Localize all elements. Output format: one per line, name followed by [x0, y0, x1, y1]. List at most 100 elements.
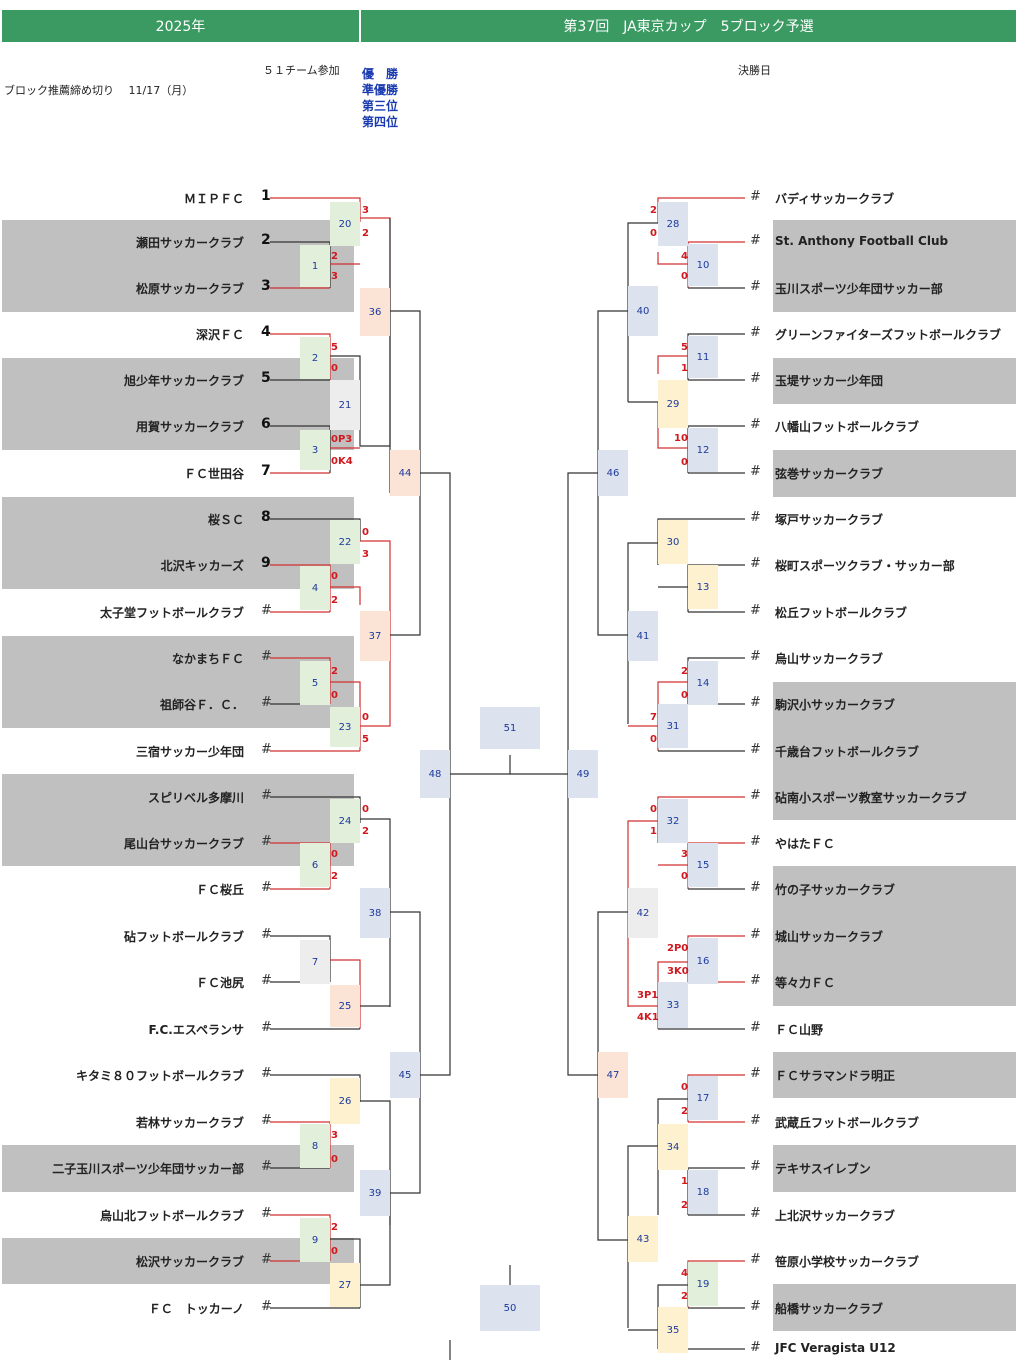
match-box[interactable]: 1 [300, 245, 330, 287]
match-box[interactable]: 23 [330, 707, 360, 747]
match-box[interactable]: 49 [568, 750, 598, 798]
team-name[interactable]: 深沢ＦＣ [195, 328, 244, 342]
team-name[interactable]: 竹の子サッカークラブ [775, 883, 896, 897]
match-box[interactable]: 13 [688, 565, 718, 609]
team-name[interactable]: 松丘フットボールクラブ [775, 606, 908, 620]
match-box[interactable]: 27 [330, 1263, 360, 1307]
team-name[interactable]: ＭＩＰＦＣ [183, 192, 244, 206]
team-name[interactable]: 砧南小スポーツ教室サッカークラブ [775, 791, 967, 805]
match-box[interactable]: 11 [688, 336, 718, 378]
match-box[interactable]: 22 [330, 520, 360, 564]
team-name[interactable]: 烏山サッカークラブ [775, 652, 884, 666]
match-box[interactable]: 16 [688, 938, 718, 984]
team-name[interactable]: 二子玉川スポーツ少年団サッカー部 [52, 1162, 244, 1176]
team-name[interactable]: 桜ＳＣ [207, 513, 244, 527]
team-name[interactable]: 祖師谷Ｆ．Ｃ． [159, 698, 244, 712]
match-box[interactable]: 7 [300, 940, 330, 984]
team-name[interactable]: 八幡山フットボールクラブ [775, 420, 920, 434]
match-box[interactable]: 2 [300, 337, 330, 379]
team-name[interactable]: 笹原小学校サッカークラブ [775, 1255, 920, 1269]
team-name[interactable]: キタミ８０フットボールクラブ [75, 1069, 244, 1083]
team-name[interactable]: 旭少年サッカークラブ [123, 374, 244, 388]
match-box[interactable]: 20 [330, 202, 360, 246]
team-name[interactable]: 城山サッカークラブ [775, 930, 884, 944]
team-name[interactable]: 武蔵丘フットボールクラブ [775, 1116, 920, 1130]
match-box[interactable]: 41 [628, 611, 658, 661]
match-box[interactable]: 25 [330, 985, 360, 1027]
team-name[interactable]: 烏山北フットボールクラブ [99, 1209, 244, 1223]
match-box[interactable]: 18 [688, 1170, 718, 1214]
team-name[interactable]: 弦巻サッカークラブ [775, 467, 884, 481]
team-name[interactable]: ＦＣ桜丘 [195, 883, 244, 897]
team-name[interactable]: 北沢キッカーズ [160, 559, 244, 573]
match-box[interactable]: 47 [598, 1052, 628, 1098]
team-name[interactable]: F.C.エスペランサ [148, 1023, 244, 1037]
team-name[interactable]: テキサスイレブン [775, 1162, 871, 1176]
match-box[interactable]: 45 [390, 1052, 420, 1098]
team-name[interactable]: スピリベル多摩川 [147, 791, 244, 805]
team-name[interactable]: 尾山台サッカークラブ [123, 837, 244, 851]
match-box[interactable]: 6 [300, 843, 330, 887]
match-box[interactable]: 28 [658, 202, 688, 246]
match-box[interactable]: 21 [330, 380, 360, 430]
match-box[interactable]: 5 [300, 661, 330, 705]
team-name[interactable]: 塚戸サッカークラブ [775, 513, 884, 527]
team-name[interactable]: ＦＣサラマンドラ明正 [775, 1069, 896, 1083]
team-name[interactable]: ＦＣ トッカーノ [148, 1302, 244, 1316]
match-box[interactable]: 33 [658, 982, 688, 1028]
team-name[interactable]: ＦＣ世田谷 [183, 467, 244, 481]
team-name[interactable]: 上北沢サッカークラブ [775, 1209, 896, 1223]
team-name[interactable]: St. Anthony Football Club [775, 234, 949, 248]
team-name[interactable]: ＦＣ山野 [775, 1023, 824, 1037]
match-box[interactable]: 35 [658, 1307, 688, 1353]
match-box[interactable]: 42 [628, 888, 658, 938]
team-name[interactable]: 等々力ＦＣ [775, 976, 836, 990]
match-box[interactable]: 29 [658, 380, 688, 428]
match-box[interactable]: 38 [360, 888, 390, 938]
match-box[interactable]: 44 [390, 450, 420, 496]
team-name[interactable]: 松原サッカークラブ [135, 282, 244, 296]
team-name[interactable]: 桜町スポーツクラブ・サッカー部 [775, 559, 955, 573]
match-box[interactable]: 8 [300, 1124, 330, 1168]
team-name[interactable]: 若林サッカークラブ [135, 1116, 244, 1130]
team-name[interactable]: 太子堂フットボールクラブ [99, 606, 244, 620]
team-name[interactable]: 松沢サッカークラブ [135, 1255, 244, 1269]
team-name[interactable]: 駒沢小サッカークラブ [775, 698, 896, 712]
match-box[interactable]: 39 [360, 1170, 390, 1216]
match-box[interactable]: 4 [300, 566, 330, 610]
team-name[interactable]: なかまちＦＣ [171, 652, 244, 666]
match-box[interactable]: 12 [688, 428, 718, 472]
match-box[interactable]: 15 [688, 843, 718, 887]
match-box[interactable]: 3 [300, 430, 330, 470]
team-name[interactable]: 千歳台フットボールクラブ [775, 745, 920, 759]
match-box[interactable]: 43 [628, 1216, 658, 1262]
match-box[interactable]: 17 [688, 1076, 718, 1120]
team-name[interactable]: バディサッカークラブ [775, 192, 895, 206]
match-box[interactable]: 34 [658, 1124, 688, 1170]
match-box[interactable]: 32 [658, 799, 688, 843]
team-name[interactable]: 砧フットボールクラブ [123, 930, 244, 944]
match-box[interactable]: 19 [688, 1262, 718, 1306]
match-box[interactable]: 51 [480, 707, 540, 749]
team-name[interactable]: 瀬田サッカークラブ [135, 236, 244, 250]
team-name[interactable]: グリーンファイターズフットボールクラブ [775, 328, 1001, 342]
match-box[interactable]: 46 [598, 450, 628, 496]
team-name[interactable]: 三宿サッカー少年団 [135, 745, 244, 759]
match-box[interactable]: 30 [658, 520, 688, 564]
match-box[interactable]: 50 [480, 1285, 540, 1331]
team-name[interactable]: 船橋サッカークラブ [775, 1302, 884, 1316]
team-name[interactable]: 用賀サッカークラブ [135, 420, 244, 434]
match-box[interactable]: 9 [300, 1218, 330, 1262]
match-box[interactable]: 24 [330, 799, 360, 843]
team-name[interactable]: 玉堤サッカー少年団 [775, 374, 884, 388]
team-name[interactable]: JFC Veragista U12 [775, 1341, 896, 1355]
match-box[interactable]: 31 [658, 704, 688, 748]
match-box[interactable]: 10 [688, 244, 718, 286]
team-name[interactable]: 玉川スポーツ少年団サッカー部 [775, 282, 943, 296]
match-box[interactable]: 37 [360, 611, 390, 661]
team-name[interactable]: ＦＣ池尻 [195, 976, 244, 990]
match-box[interactable]: 14 [688, 661, 718, 705]
match-box[interactable]: 48 [420, 750, 450, 798]
match-box[interactable]: 26 [330, 1078, 360, 1124]
match-box[interactable]: 36 [360, 288, 390, 336]
